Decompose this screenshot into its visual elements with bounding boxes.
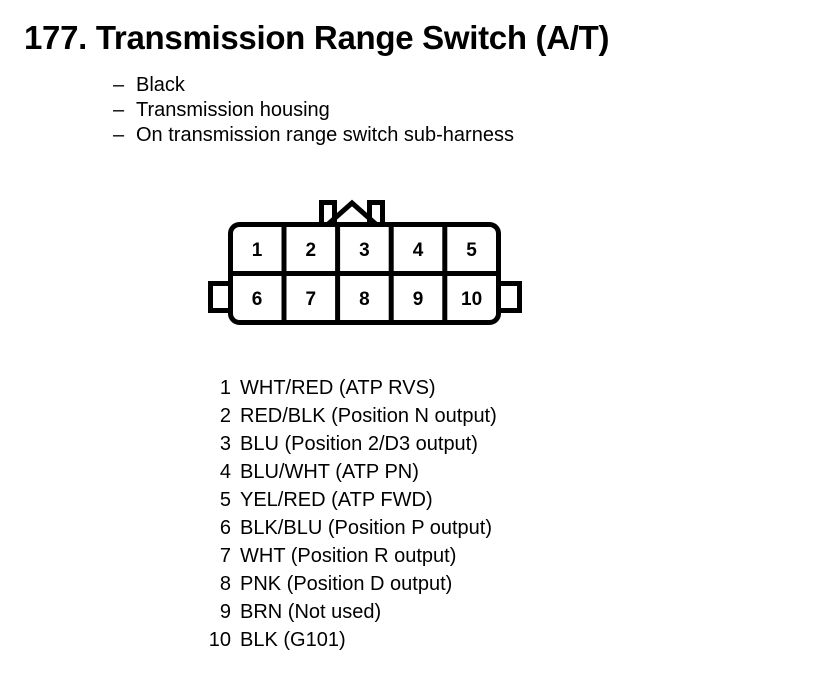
pin-legend-row: 9 BRN (Not used) xyxy=(196,598,497,626)
description-text: Transmission housing xyxy=(136,99,330,121)
pin-description: RED/BLK (Position N output) xyxy=(240,405,497,427)
page-title: 177. Transmission Range Switch (A/T) xyxy=(24,19,610,56)
pin-legend-row: 5 YEL/RED (ATP FWD) xyxy=(196,486,497,514)
pin-description: BLU (Position 2/D3 output) xyxy=(240,433,478,455)
pin-description: BLU/WHT (ATP PN) xyxy=(240,461,419,483)
connector-cell-1: 1 xyxy=(252,240,263,261)
pin-number: 2 xyxy=(219,405,231,427)
pin-description: WHT/RED (ATP RVS) xyxy=(240,377,436,399)
connector-cell-3: 3 xyxy=(359,240,370,261)
dash-marker: – xyxy=(113,124,125,146)
pin-legend-list: 1 WHT/RED (ATP RVS) 2 RED/BLK (Position … xyxy=(196,374,497,654)
pin-legend-row: 2 RED/BLK (Position N output) xyxy=(196,402,497,430)
pin-description: BLK (G101) xyxy=(240,629,346,651)
description-list: – Black – Transmission housing – On tran… xyxy=(113,73,733,148)
pin-number: 5 xyxy=(219,489,231,511)
connector-body xyxy=(228,222,501,325)
pin-legend-row: 4 BLU/WHT (ATP PN) xyxy=(196,458,497,486)
dash-marker: – xyxy=(113,99,125,121)
description-item: – On transmission range switch sub-harne… xyxy=(113,123,733,148)
pin-number: 8 xyxy=(219,573,231,595)
pin-number: 6 xyxy=(219,517,231,539)
pin-description: BRN (Not used) xyxy=(240,601,382,623)
pin-legend-row: 3 BLU (Position 2/D3 output) xyxy=(196,430,497,458)
pin-legend-row: 6 BLK/BLU (Position P output) xyxy=(196,514,497,542)
connector-cell-10: 10 xyxy=(461,289,482,310)
connector-cell-9: 9 xyxy=(413,289,424,310)
description-text: Black xyxy=(136,74,185,96)
pin-legend-row: 8 PNK (Position D output) xyxy=(196,570,497,598)
connector-keyway-peak-icon xyxy=(324,199,380,228)
connector-cell-2: 2 xyxy=(306,240,317,261)
pin-number: 3 xyxy=(219,433,231,455)
connector-cell-4: 4 xyxy=(413,240,424,261)
connector-cell-6: 6 xyxy=(252,289,263,310)
connector-diagram: 1 2 3 4 5 6 7 8 9 10 xyxy=(200,195,530,335)
pin-legend-row: 10 BLK (G101) xyxy=(196,626,497,654)
pin-description: WHT (Position R output) xyxy=(240,545,457,567)
pin-number: 1 xyxy=(219,377,231,399)
pin-legend-row: 1 WHT/RED (ATP RVS) xyxy=(196,374,497,402)
pin-description: YEL/RED (ATP FWD) xyxy=(240,489,433,511)
pin-description: BLK/BLU (Position P output) xyxy=(240,517,492,539)
pin-number: 9 xyxy=(219,601,231,623)
pin-number: 10 xyxy=(208,629,231,651)
pin-number: 4 xyxy=(219,461,231,483)
connector-cell-7: 7 xyxy=(306,289,317,310)
connector-cell-8: 8 xyxy=(359,289,370,310)
pin-number: 7 xyxy=(219,545,231,567)
description-item: – Transmission housing xyxy=(113,98,733,123)
pin-legend-row: 7 WHT (Position R output) xyxy=(196,542,497,570)
description-text: On transmission range switch sub-harness xyxy=(136,124,514,146)
description-item: – Black xyxy=(113,73,733,98)
pin-description: PNK (Position D output) xyxy=(240,573,453,595)
connector-cell-5: 5 xyxy=(466,240,477,261)
dash-marker: – xyxy=(113,74,125,96)
